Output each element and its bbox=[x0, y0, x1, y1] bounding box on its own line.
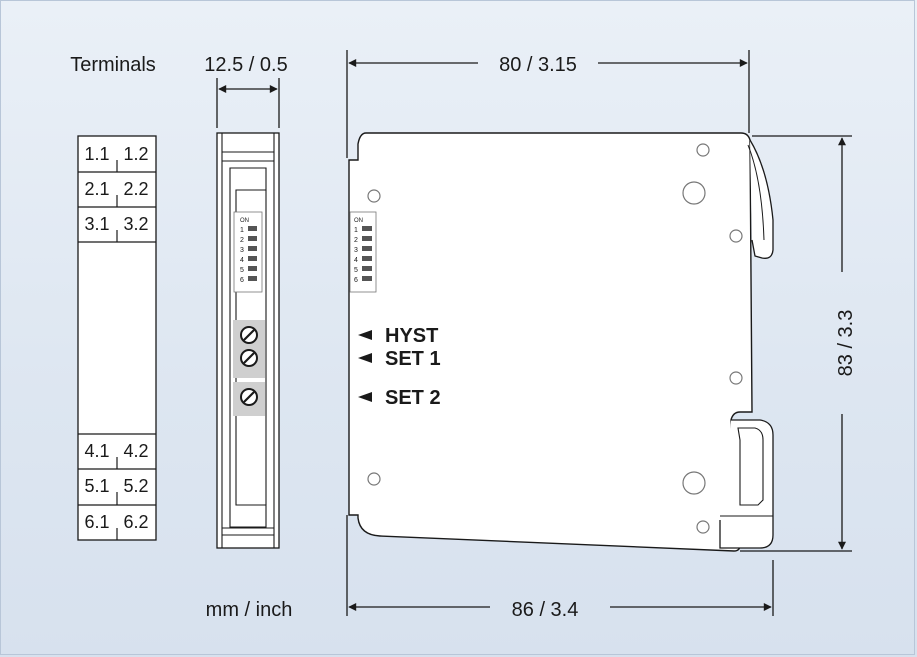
height-dimension bbox=[740, 135, 852, 552]
dip-number: 1 bbox=[240, 227, 244, 234]
dip-number: 4 bbox=[240, 257, 244, 264]
dip-number: 2 bbox=[354, 237, 358, 244]
pointer-icon bbox=[358, 353, 372, 363]
terminal-label: 1.1 bbox=[84, 144, 109, 164]
terminal-label: 4.1 bbox=[84, 441, 109, 461]
height-label: 83 / 3.3 bbox=[835, 310, 857, 377]
hyst-label: HYST bbox=[385, 325, 438, 347]
dip-number: 2 bbox=[240, 237, 244, 244]
depth-top-dimension bbox=[346, 50, 750, 158]
terminal-label: 3.1 bbox=[84, 214, 109, 234]
dip-number: 1 bbox=[354, 227, 358, 234]
potentiometer-set1[interactable] bbox=[233, 346, 265, 378]
pointer-icon bbox=[358, 392, 372, 402]
control-labels: HYST SET 1 SET 2 bbox=[358, 325, 441, 409]
terminal-label: 6.2 bbox=[123, 512, 148, 532]
side-view: ON 1 2 3 4 5 6 HYST SET 1 bbox=[348, 132, 774, 552]
set2-label: SET 2 bbox=[385, 387, 441, 409]
pointer-icon bbox=[358, 330, 372, 340]
terminal-label: 1.2 bbox=[123, 144, 148, 164]
units-label: mm / inch bbox=[206, 599, 293, 621]
terminal-label: 6.1 bbox=[84, 512, 109, 532]
front-view: ON 1 2 3 4 5 6 bbox=[216, 132, 280, 549]
depth-bottom-label: 86 / 3.4 bbox=[512, 599, 579, 621]
dip-number: 5 bbox=[240, 267, 244, 274]
dip-number: 4 bbox=[354, 257, 358, 264]
dip-number: 3 bbox=[240, 247, 244, 254]
potentiometer-set2[interactable] bbox=[233, 382, 265, 416]
dip-number: 3 bbox=[354, 247, 358, 254]
terminal-block: 1.1 1.2 2.1 2.2 3.1 3.2 4.1 4.2 5.1 5.2 … bbox=[77, 135, 157, 541]
dip-number: 6 bbox=[354, 277, 358, 284]
set1-label: SET 1 bbox=[385, 348, 441, 370]
side-dip-switch[interactable]: ON 1 2 3 4 5 6 bbox=[349, 211, 377, 293]
terminal-label: 4.2 bbox=[123, 441, 148, 461]
potentiometer-hyst[interactable] bbox=[233, 320, 265, 350]
width-dimension-label: 12.5 / 0.5 bbox=[204, 54, 287, 76]
front-dip-switch[interactable]: ON 1 2 3 4 5 6 bbox=[233, 211, 263, 293]
terminal-label: 5.2 bbox=[123, 476, 148, 496]
width-dimension bbox=[216, 78, 280, 128]
depth-bottom-dimension bbox=[346, 515, 774, 616]
dip-number: 5 bbox=[354, 267, 358, 274]
terminal-label: 5.1 bbox=[84, 476, 109, 496]
dip-number: 6 bbox=[240, 277, 244, 284]
depth-top-label: 80 / 3.15 bbox=[499, 54, 577, 76]
dip-on-label: ON bbox=[240, 218, 249, 224]
terminal-label: 3.2 bbox=[123, 214, 148, 234]
dip-on-label: ON bbox=[354, 218, 363, 224]
terminals-label: Terminals bbox=[70, 54, 156, 76]
terminal-label: 2.2 bbox=[123, 179, 148, 199]
terminal-label: 2.1 bbox=[84, 179, 109, 199]
